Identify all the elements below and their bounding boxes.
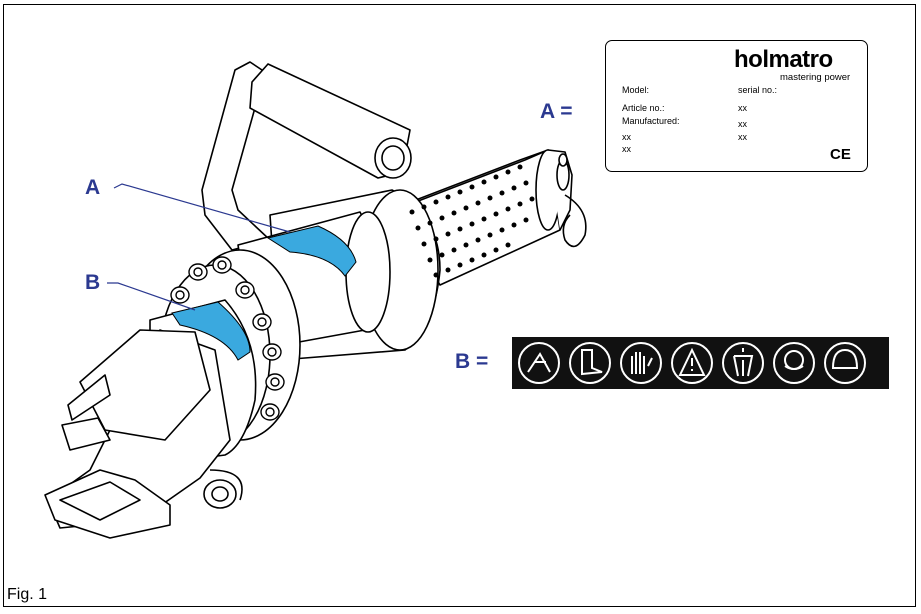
extra-1-right: xx [738, 132, 747, 142]
callout-a-equals: A = [540, 100, 573, 123]
brand-tagline: mastering power [780, 72, 851, 83]
figure-caption: Fig. 1 [7, 586, 48, 603]
leader-line-a [113, 183, 291, 233]
read-manual-icon [518, 342, 560, 384]
callout-a-label: A [85, 176, 101, 199]
manufactured-label: Manufactured: [622, 116, 680, 126]
ce-mark: CE [830, 146, 851, 163]
article-label: Article no.: [622, 103, 665, 113]
brand-name: holmatro [734, 46, 833, 73]
label-band-b [171, 301, 251, 361]
article-value: xx [738, 103, 747, 113]
leader-line-b [107, 282, 196, 311]
protective-suit-icon [722, 342, 764, 384]
safety-glasses-icon [773, 342, 815, 384]
flange-bolts [170, 256, 285, 421]
callout-b-label: B [85, 271, 101, 294]
manufactured-value: xx [738, 119, 747, 129]
gloves-icon [620, 342, 662, 384]
helmet-icon [824, 342, 866, 384]
warning-hand-icon [671, 342, 713, 384]
type-plate [605, 40, 868, 172]
perforation-pattern [409, 164, 535, 278]
lanyard [562, 194, 587, 248]
serial-label: serial no.: [738, 85, 778, 95]
label-band-a [266, 225, 357, 277]
extra-2-left: xx [622, 144, 631, 154]
model-label: Model: [622, 85, 650, 95]
safety-boots-icon [569, 342, 611, 384]
callout-b-equals: B = [455, 350, 489, 373]
extra-1-left: xx [622, 132, 631, 142]
